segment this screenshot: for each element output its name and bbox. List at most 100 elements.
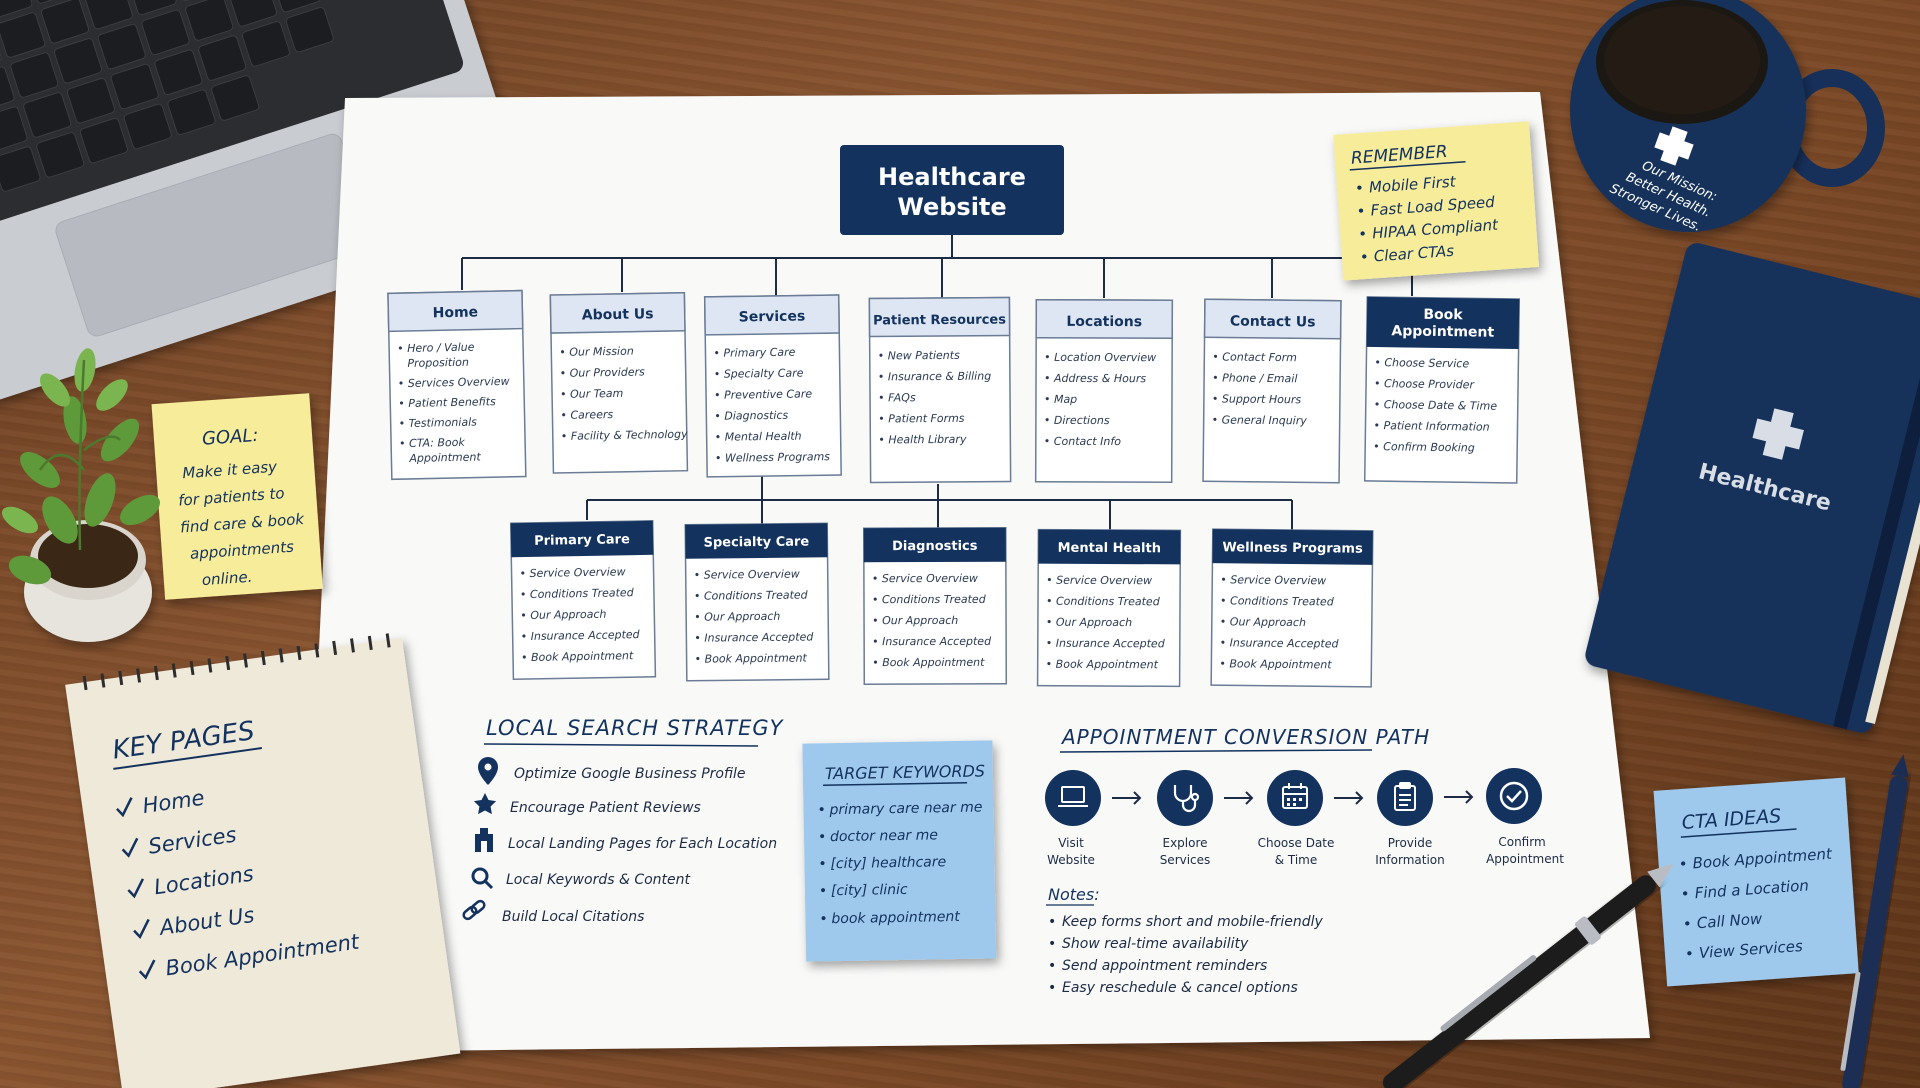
nav-about-item: Our Mission <box>569 345 634 359</box>
nav-node-patient-resources-title: Patient Resources <box>873 313 1006 329</box>
keyword-item: book appointment <box>831 909 960 927</box>
nav-resources-item: Patient Forms <box>888 412 965 426</box>
svg-text:•: • <box>1373 419 1380 432</box>
svg-text:•: • <box>714 368 721 381</box>
svg-text:•: • <box>694 569 701 582</box>
service-node-title: Primary Care <box>534 532 630 549</box>
svg-text:•: • <box>1048 980 1056 996</box>
svg-text:•: • <box>872 656 879 669</box>
remember-note: REMEMBER •Mobile First •Fast Load Speed … <box>1333 121 1539 281</box>
goal-heading: GOAL: <box>201 425 259 450</box>
service-node-mental-health: Mental Health •Service Overview •Conditi… <box>1036 528 1182 688</box>
nav-contact-item: Support Hours <box>1222 392 1302 406</box>
service-item: Our Approach <box>530 608 606 622</box>
local-search-section: LOCAL SEARCH STRATEGY Optimize Google Bu… <box>462 716 785 925</box>
conversion-step-label: Confirm <box>1498 835 1545 849</box>
svg-text:•: • <box>1044 351 1051 364</box>
svg-text:•: • <box>560 367 567 380</box>
nav-services-item: Wellness Programs <box>725 450 830 464</box>
service-item: Insurance Accepted <box>531 628 641 643</box>
nav-node-about-us: About Us •Our Mission •Our Providers •Ou… <box>549 291 688 474</box>
svg-text:•: • <box>397 342 404 355</box>
svg-text:•: • <box>1048 958 1056 974</box>
svg-text:•: • <box>819 911 828 927</box>
svg-text:•: • <box>1680 885 1690 904</box>
key-pages-notepad: KEY PAGES Home Services Locations About … <box>65 633 461 1088</box>
svg-text:•: • <box>520 588 527 601</box>
svg-text:•: • <box>1374 356 1381 369</box>
svg-text:•: • <box>1220 636 1227 649</box>
conversion-step-label: Provide <box>1388 836 1432 850</box>
note-item: Keep forms short and mobile-friendly <box>1062 914 1323 930</box>
cta-ideas-note: CTA IDEAS •Book Appointment •Find a Loca… <box>1653 777 1859 987</box>
svg-text:•: • <box>872 572 879 585</box>
svg-text:•: • <box>878 370 885 383</box>
svg-text:•: • <box>818 829 827 845</box>
svg-text:•: • <box>694 611 701 624</box>
service-item: Book Appointment <box>882 656 985 669</box>
medical-cross-icon <box>1654 126 1694 166</box>
conversion-path-section: APPOINTMENT CONVERSION PATH <box>1045 725 1564 996</box>
service-node-wellness-programs: Wellness Programs •Service Overview •Con… <box>1210 528 1374 688</box>
nav-home-item: Testimonials <box>409 416 478 430</box>
nav-book-item: Choose Provider <box>1384 377 1475 391</box>
svg-text:•: • <box>872 593 879 606</box>
svg-text:•: • <box>1374 398 1381 411</box>
service-item: Book Appointment <box>1229 657 1332 671</box>
calendar-icon <box>1282 783 1308 809</box>
svg-text:•: • <box>818 856 827 872</box>
svg-text:•: • <box>521 651 528 664</box>
svg-text:•: • <box>715 431 722 444</box>
service-item: Service Overview <box>1230 573 1326 587</box>
svg-text:•: • <box>878 349 885 362</box>
target-keywords-note: TARGET KEYWORDS •primary care near me •d… <box>802 740 997 962</box>
service-item: Conditions Treated <box>530 586 635 601</box>
svg-text:•: • <box>1212 350 1219 363</box>
keyword-item: [city] healthcare <box>830 854 946 872</box>
nav-home-item: Patient Benefits <box>408 395 496 410</box>
svg-text:•: • <box>398 397 405 410</box>
service-node-specialty-care: Specialty Care •Service Overview •Condit… <box>684 522 830 682</box>
service-node-diagnostics: Diagnostics •Service Overview •Condition… <box>862 527 1008 685</box>
remember-item: Clear CTAs <box>1373 242 1455 266</box>
nav-home-item: Proposition <box>407 356 469 370</box>
nav-resources-item: Health Library <box>888 433 967 447</box>
note-item: Show real-time availability <box>1062 936 1249 952</box>
service-item: Insurance Accepted <box>704 630 814 644</box>
service-item: Conditions Treated <box>704 588 809 602</box>
keyword-item: primary care near me <box>828 800 982 819</box>
nav-contact-item: General Inquiry <box>1222 413 1308 427</box>
svg-text:•: • <box>1220 573 1227 586</box>
link-icon <box>462 899 486 921</box>
service-node-title: Diagnostics <box>892 539 978 554</box>
service-item: Our Approach <box>1230 615 1306 629</box>
nav-node-locations-title: Locations <box>1066 314 1142 330</box>
svg-text:•: • <box>694 590 701 603</box>
cta-item: Call Now <box>1696 910 1763 933</box>
svg-text:•: • <box>713 347 720 360</box>
svg-text:•: • <box>398 377 405 390</box>
svg-text:•: • <box>1220 594 1227 607</box>
nav-node-locations: Locations •Location Overview •Address & … <box>1034 299 1174 483</box>
map-pin-icon <box>478 757 498 785</box>
conversion-step-label: Choose Date <box>1258 836 1335 850</box>
nav-node-about-title: About Us <box>582 306 654 323</box>
root-node: Healthcare Website <box>840 145 1064 235</box>
svg-text:•: • <box>1219 657 1226 670</box>
svg-text:•: • <box>1046 637 1053 650</box>
svg-text:•: • <box>819 883 828 899</box>
svg-text:•: • <box>1220 615 1227 628</box>
conversion-step-label: Services <box>1160 853 1211 867</box>
nav-services-item: Primary Care <box>723 346 795 360</box>
nav-locations-item: Address & Hours <box>1053 372 1146 385</box>
nav-services-item: Preventive Care <box>724 387 812 401</box>
svg-text:•: • <box>1044 435 1051 448</box>
conversion-step-label: & Time <box>1275 853 1318 867</box>
nav-node-book-title-line2: Appointment <box>1391 323 1494 340</box>
service-item: Service Overview <box>882 572 978 585</box>
nav-node-book-appointment: Book Appointment •Choose Service •Choose… <box>1363 296 1521 484</box>
local-search-heading: LOCAL SEARCH STRATEGY <box>486 716 785 740</box>
coffee-mug: Our Mission: Better Health. Stronger Liv… <box>1570 0 1885 235</box>
svg-text:•: • <box>399 417 406 430</box>
svg-text:•: • <box>1044 393 1051 406</box>
